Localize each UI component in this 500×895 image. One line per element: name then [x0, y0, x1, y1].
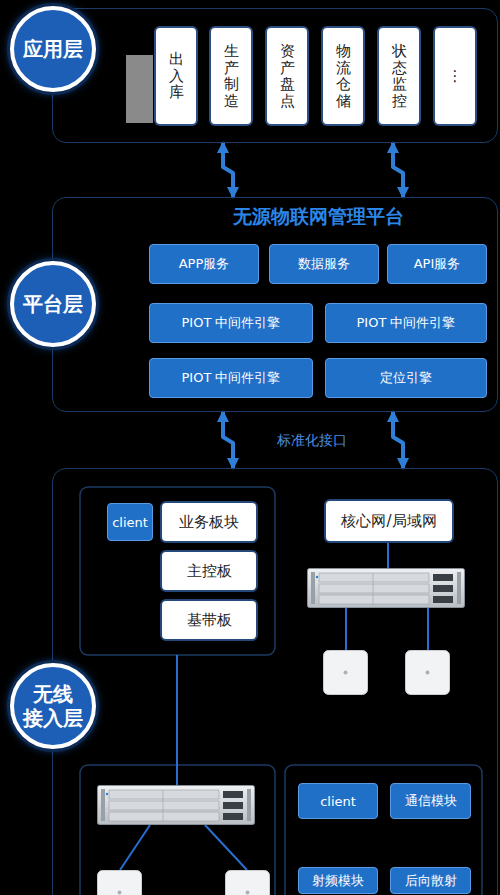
module-box: API服务 [387, 244, 487, 284]
module-box: APP服务 [149, 244, 259, 284]
box-label: 基带板 [187, 611, 232, 630]
layer-panel: 平台层无源物联网管理平台APP服务数据服务API服务PIOT 中间件引擎PIOT… [52, 197, 498, 412]
module-box: 状态监控 [379, 28, 419, 124]
access-point [324, 651, 368, 695]
box-label: 后向散射 [405, 872, 457, 890]
access-point [98, 871, 142, 895]
layer-name: 平台层 [21, 292, 85, 316]
box-label: 状态监控 [392, 43, 407, 109]
box-label: 物流仓储 [336, 43, 351, 109]
layer-circle: 无线 接入层 [10, 663, 96, 749]
box-label: 射频模块 [312, 872, 364, 890]
layer-name: 无线 接入层 [21, 682, 85, 730]
module-box: client [298, 783, 378, 819]
box-label: 生产制造 [224, 43, 239, 109]
platform-title-holder: 无源物联网管理平台 [183, 204, 453, 230]
box-label: PIOT 中间件引擎 [182, 314, 281, 332]
module-box: ⋮ [435, 28, 475, 124]
layer-panel: 无线 接入层client业务板块主控板基带板核心网/局域网client通信模块射… [52, 468, 498, 895]
layer-name: 应用层 [21, 37, 85, 61]
layer-circle: 应用层 [10, 6, 96, 92]
box-label: APP服务 [179, 255, 230, 273]
box-label: 核心网/局域网 [341, 512, 436, 531]
module-box: PIOT 中间件引擎 [325, 303, 487, 343]
module-box: 通信模块 [390, 783, 471, 819]
box-label: client [320, 794, 356, 809]
switch-device [308, 569, 465, 608]
module-box: 后向散射 [390, 867, 471, 894]
box-label: 数据服务 [298, 255, 350, 273]
layer-circle: 平台层 [10, 261, 96, 347]
module-box: 资产盘点 [267, 28, 307, 124]
module-box: 数据服务 [269, 244, 379, 284]
module-box: 定位引擎 [325, 358, 487, 398]
platform-title: 无源物联网管理平台 [233, 205, 404, 227]
module-box: 射频模块 [298, 867, 378, 894]
module-box: 基带板 [162, 601, 256, 639]
module-box: 生产制造 [211, 28, 251, 124]
grey-block [126, 55, 153, 123]
box-label: API服务 [414, 255, 461, 273]
sub-panel [80, 487, 275, 655]
module-box: 业务板块 [162, 503, 256, 541]
module-box: PIOT 中间件引擎 [149, 303, 313, 343]
box-label: ⋮ [448, 68, 463, 85]
access-point [406, 651, 450, 695]
module-box: 出入库 [156, 28, 196, 124]
module-box: 主控板 [162, 552, 256, 590]
double-arrow [223, 143, 233, 197]
module-box: 核心网/局域网 [326, 501, 452, 541]
sub-panel [285, 765, 482, 895]
layer-panel: 应用层出入库生产制造资产盘点物流仓储状态监控⋮ [52, 8, 498, 143]
box-label: 出入库 [169, 51, 184, 101]
access-point [226, 871, 270, 895]
box-label: client [112, 515, 148, 530]
module-box: client [107, 503, 153, 541]
box-label: 主控板 [187, 562, 232, 581]
interface-label: 标准化接口 [277, 432, 347, 450]
module-box: PIOT 中间件引擎 [149, 358, 313, 398]
box-label: 资产盘点 [280, 43, 295, 109]
box-label: 通信模块 [405, 792, 457, 810]
box-label: PIOT 中间件引擎 [357, 314, 456, 332]
box-label: PIOT 中间件引擎 [182, 369, 281, 387]
double-arrow [223, 412, 233, 468]
module-box: 物流仓储 [323, 28, 363, 124]
double-arrow [393, 143, 403, 197]
box-label: 业务板块 [179, 513, 239, 532]
switch-device [98, 786, 255, 825]
double-arrow [393, 412, 403, 468]
box-label: 定位引擎 [380, 369, 432, 387]
